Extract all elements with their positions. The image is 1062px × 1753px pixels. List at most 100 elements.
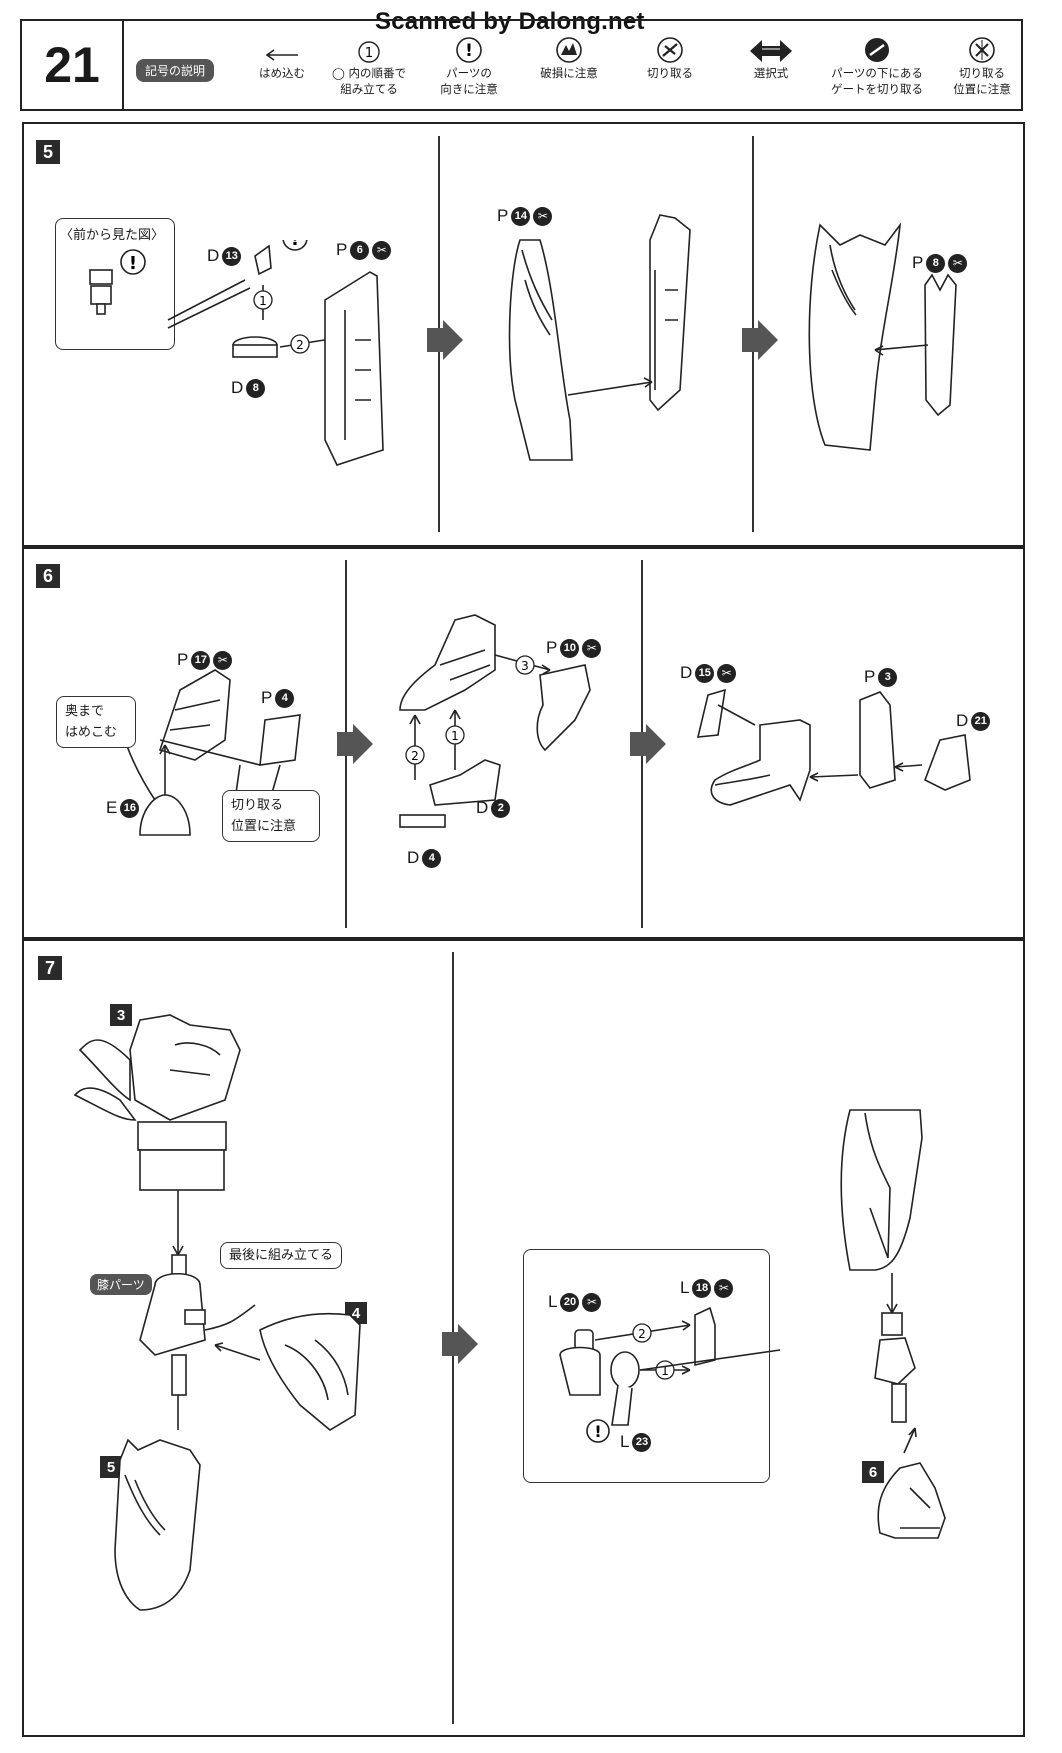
break-warning-icon — [556, 37, 582, 63]
cutter-icon: ✂ — [714, 1278, 734, 1298]
cutter-icon: ✂ — [948, 253, 968, 273]
next-step-arrow-icon — [742, 320, 778, 360]
legend-cut-position-label2: 位置に注意 — [953, 82, 1011, 96]
part-number-badge: 21 — [971, 711, 991, 731]
watermark: Scanned by Dalong.net — [375, 8, 645, 35]
part-number-badge: 4 — [422, 848, 442, 868]
legend-order: 1 ◯ 内の順番で 組み立てる — [314, 31, 424, 97]
exclamation-icon: ! — [456, 37, 482, 63]
legend-order-label1: ◯ 内の順番で — [331, 66, 407, 80]
fit-fully-callout: 奥まで はめこむ — [56, 696, 136, 748]
legend-fit: はめ込む — [227, 31, 337, 81]
legend-choice-label: 選択式 — [753, 66, 789, 80]
part-number-badge: 8 — [246, 378, 266, 398]
step6-number: 6 — [36, 564, 60, 588]
cut-position-line1: 切り取る — [231, 798, 284, 813]
svg-text:2: 2 — [296, 338, 304, 352]
front-view-box: 〈前から見た図〉 — [55, 218, 175, 350]
legend-cut-position-label1: 切り取る — [959, 66, 1005, 80]
next-step-arrow-icon — [337, 724, 373, 764]
step5-number: 5 — [36, 140, 60, 164]
front-view-label: 〈前から見た図〉 — [60, 228, 165, 243]
step5-leg-drawing-b — [808, 222, 957, 451]
legend-break: 破損に注意 — [514, 31, 624, 81]
cut-position-line2: 位置に注意 — [231, 819, 297, 834]
cutter-icon: ✂ — [717, 663, 737, 683]
step7-leg-assembly-drawing — [73, 1014, 361, 1611]
double-arrow-icon — [750, 40, 792, 62]
legend-break-label: 破損に注意 — [540, 66, 598, 80]
part-number-badge: 23 — [632, 1432, 652, 1452]
part-number-badge: 6 — [350, 240, 370, 260]
legend-cut-position: 切り取る 位置に注意 — [927, 31, 1037, 97]
svg-text:!: ! — [291, 240, 299, 250]
cut-position-icon — [969, 37, 995, 63]
svg-text:1: 1 — [259, 294, 267, 308]
cutter-icon: ✂ — [582, 638, 602, 658]
next-step-arrow-icon — [427, 320, 463, 360]
cutter-icon: ✂ — [213, 650, 233, 670]
page-number: 21 — [22, 21, 124, 109]
legend-order-label2: 組み立てる — [340, 82, 398, 96]
step7-panel — [22, 939, 1025, 1737]
part-number-badge: 10 — [560, 638, 580, 658]
cut-position-callout: 切り取る 位置に注意 — [222, 790, 320, 842]
substep-3-badge: 3 — [110, 1004, 132, 1026]
legend-cut: 切り取る — [615, 31, 725, 81]
legend-gate-cut-label1: パーツの下にある — [831, 66, 923, 80]
knee-part-label: 膝パーツ — [90, 1274, 152, 1295]
legend-orientation: ! パーツの 向きに注意 — [414, 31, 524, 97]
legend-header: 21 記号の説明 はめ込む 1 ◯ 内の順番で 組み立てる ! パーツの 向きに… — [20, 19, 1023, 111]
exclamation-icon: ! — [586, 1419, 610, 1443]
step6-panel — [22, 547, 1025, 939]
step7-joint-detail-drawing: 2 1 — [559, 1306, 780, 1426]
step5-leg-drawing-a — [508, 214, 691, 461]
part-number-badge: 2 — [491, 798, 511, 818]
step7-lower-leg-drawing — [840, 1109, 946, 1539]
fit-fully-line1: 奥まで — [65, 704, 105, 719]
legend-choice: 選択式 — [716, 31, 826, 81]
legend-fit-label: はめ込む — [259, 66, 305, 80]
part-number-badge: 13 — [222, 246, 242, 266]
part-number-badge: 20 — [560, 1292, 580, 1312]
fit-fully-line2: はめこむ — [65, 725, 118, 740]
svg-text:1: 1 — [661, 1364, 669, 1378]
legend-gate-cut-label2: ゲートを切り取る — [831, 82, 923, 96]
part-number-badge: 14 — [511, 206, 531, 226]
arrow-left-icon — [265, 49, 298, 61]
step7-number: 7 — [38, 956, 62, 980]
step6-ankle-drawing: 3 2 1 — [399, 614, 591, 828]
part-number-badge: 3 — [878, 667, 898, 687]
svg-text:2: 2 — [411, 749, 419, 763]
substep-6-badge: 6 — [862, 1461, 884, 1483]
part-number-badge: 16 — [120, 798, 140, 818]
part-number-badge: 8 — [926, 253, 946, 273]
assemble-last-callout: 最後に組み立てる — [220, 1242, 343, 1269]
legend-title: 記号の説明 — [136, 59, 215, 82]
cutter-icon: ✂ — [582, 1292, 602, 1312]
legend-cut-label: 切り取る — [647, 66, 693, 80]
svg-text:2: 2 — [638, 1327, 646, 1341]
part-number-badge: 15 — [695, 663, 715, 683]
cutter-icon: ✂ — [372, 240, 392, 260]
cutter-icon: ✂ — [533, 206, 553, 226]
svg-text:!: ! — [129, 253, 137, 274]
svg-text:3: 3 — [521, 659, 529, 673]
substep-5-badge: 5 — [100, 1456, 122, 1478]
part-number-badge: 17 — [191, 650, 211, 670]
cutter-icon — [657, 37, 683, 63]
